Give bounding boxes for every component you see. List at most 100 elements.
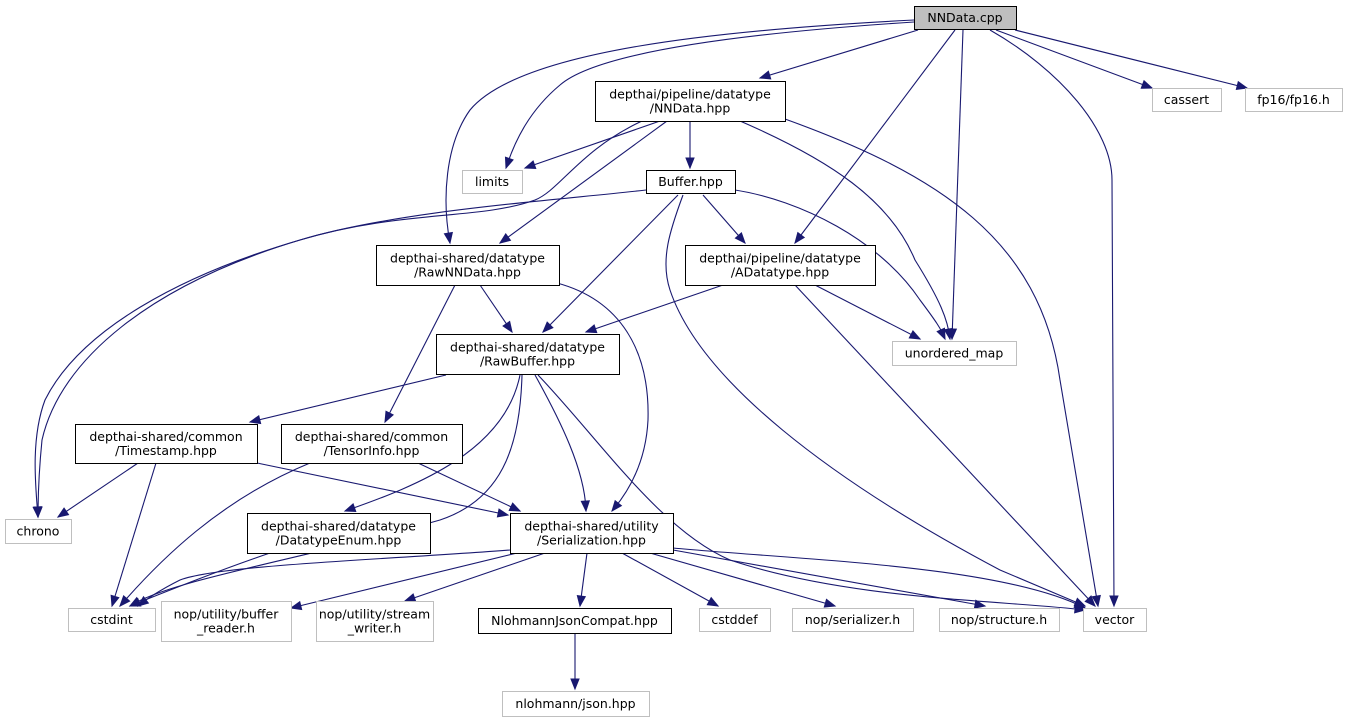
edge-root-to-adatatype — [794, 29, 956, 245]
node-box — [646, 170, 736, 194]
edge-line — [499, 120, 668, 244]
arrowhead-icon — [289, 600, 303, 611]
edge-nlohmanncompat-to-json — [570, 633, 580, 691]
node-cassert: cassert — [1152, 88, 1222, 112]
node-box — [75, 424, 258, 464]
edge-line — [505, 21, 915, 169]
node-label: depthai/pipeline/datatype — [699, 251, 861, 266]
node-serialization[interactable]: depthai-shared/utility/Serialization.hpp — [510, 513, 674, 554]
arrowhead-icon — [504, 156, 514, 170]
node-timestamp[interactable]: depthai-shared/common/Timestamp.hpp — [75, 424, 258, 464]
arrowhead-icon — [576, 594, 587, 608]
edge-buffer-to-rawbuffer — [542, 194, 679, 333]
node-label: NNData.cpp — [927, 10, 1002, 25]
edge-rawbuffer-to-cstdint — [128, 374, 523, 607]
node-nlohmanncompat[interactable]: NlohmannJsonCompat.hpp — [478, 608, 672, 634]
arrowhead-icon — [584, 324, 598, 334]
arrowhead-icon — [823, 598, 837, 608]
node-adatatype[interactable]: depthai/pipeline/datatype/ADatatype.hpp — [685, 245, 876, 286]
arrowhead-icon — [734, 231, 746, 245]
arrowhead-icon — [1140, 79, 1154, 89]
arrowhead-icon — [496, 508, 510, 518]
arrowhead-icon — [248, 414, 262, 425]
arrowhead-icon — [1073, 599, 1087, 609]
node-label: /NNData.hpp — [650, 101, 731, 116]
arrowhead-icon — [794, 231, 806, 245]
node-label: unordered_map — [905, 346, 1004, 361]
edge-line — [665, 194, 1086, 607]
edge-nndata_hpp-to-rawnndata — [498, 120, 668, 244]
edge-line — [111, 462, 157, 607]
node-label: /DatatypeEnum.hpp — [276, 533, 402, 548]
edge-root-to-vector — [989, 29, 1119, 608]
node-box — [478, 608, 672, 634]
node-box — [699, 608, 771, 632]
edge-line — [621, 552, 719, 607]
node-label: depthai/pipeline/datatype — [609, 87, 771, 102]
node-unordered-map: unordered_map — [892, 341, 1017, 366]
node-tensorinfo[interactable]: depthai-shared/common/TensorInfo.hpp — [281, 424, 463, 464]
edge-nndata_hpp-to-limits — [523, 120, 661, 170]
node-fp16: fp16/fp16.h — [1245, 88, 1343, 112]
node-label: fp16/fp16.h — [1257, 92, 1330, 107]
node-label: nop/utility/stream — [319, 607, 430, 622]
node-stream-writer: nop/utility/stream_writer.h — [316, 601, 434, 642]
node-box — [68, 608, 156, 632]
edge-tensorinfo-to-serialization — [417, 462, 522, 512]
arrowhead-icon — [973, 599, 987, 609]
arrowhead-icon — [508, 502, 522, 512]
edge-line — [995, 29, 1153, 89]
node-label: depthai-shared/common — [295, 429, 448, 444]
node-datatypeenum[interactable]: depthai-shared/datatype/DatatypeEnum.hpp — [247, 513, 431, 554]
arrowhead-icon — [119, 594, 131, 608]
arrowhead-icon — [498, 232, 512, 244]
arrowhead-icon — [136, 595, 150, 607]
arrowhead-icon — [110, 594, 120, 608]
edge-line — [649, 552, 836, 607]
edge-rawbuffer-to-serialization — [534, 374, 591, 513]
node-buffer[interactable]: Buffer.hpp — [646, 170, 736, 194]
arrowhead-icon — [443, 231, 453, 245]
edge-serialization-to-nlohmanncompat — [576, 552, 588, 608]
arrowhead-icon — [611, 499, 623, 513]
node-root[interactable]: NNData.cpp — [914, 6, 1017, 30]
arrowhead-icon — [523, 160, 537, 170]
node-label: /ADatatype.hpp — [731, 265, 829, 280]
edge-line — [57, 462, 139, 518]
node-serializer: nop/serializer.h — [792, 608, 914, 632]
node-box — [1245, 88, 1343, 112]
node-label: /RawNNData.hpp — [414, 265, 521, 280]
edge-nndata_hpp-to-vector — [784, 118, 1101, 608]
node-label: Buffer.hpp — [658, 174, 723, 189]
node-cstddef: cstddef — [699, 608, 771, 632]
edge-serialization-to-serializer — [649, 552, 837, 608]
edge-line — [951, 29, 964, 340]
edge-line — [794, 284, 1096, 607]
edge-line — [814, 284, 921, 340]
edge-line — [542, 194, 679, 333]
arrowhead-icon — [1109, 595, 1119, 608]
node-label: /Timestamp.hpp — [115, 443, 217, 458]
arrowhead-icon — [908, 329, 922, 340]
edge-rawbuffer-to-vector — [537, 374, 1087, 614]
node-nndata-hpp[interactable]: depthai/pipeline/datatype/NNData.hpp — [595, 81, 786, 122]
edge-line — [249, 374, 447, 423]
arrowhead-icon — [343, 503, 357, 513]
node-rawnndata[interactable]: depthai-shared/datatype/RawNNData.hpp — [376, 245, 560, 286]
node-label: cassert — [1164, 92, 1209, 107]
edge-serialization-to-vector — [672, 547, 1087, 609]
edge-buffer-to-unordered_map — [734, 189, 946, 341]
edge-line — [137, 549, 511, 607]
edge-line — [129, 374, 523, 607]
edge-rawnndata-to-tensorinfo — [384, 284, 456, 424]
node-label: chrono — [17, 524, 60, 539]
edge-adatatype-to-unordered_map — [814, 284, 922, 340]
node-box — [1083, 608, 1147, 632]
node-rawbuffer[interactable]: depthai-shared/datatype/RawBuffer.hpp — [436, 334, 620, 375]
node-label: limits — [475, 174, 509, 189]
node-box — [5, 519, 72, 544]
arrowhead-icon — [685, 157, 695, 170]
node-label: nop/structure.h — [951, 612, 1047, 627]
arrowhead-icon — [943, 327, 954, 341]
